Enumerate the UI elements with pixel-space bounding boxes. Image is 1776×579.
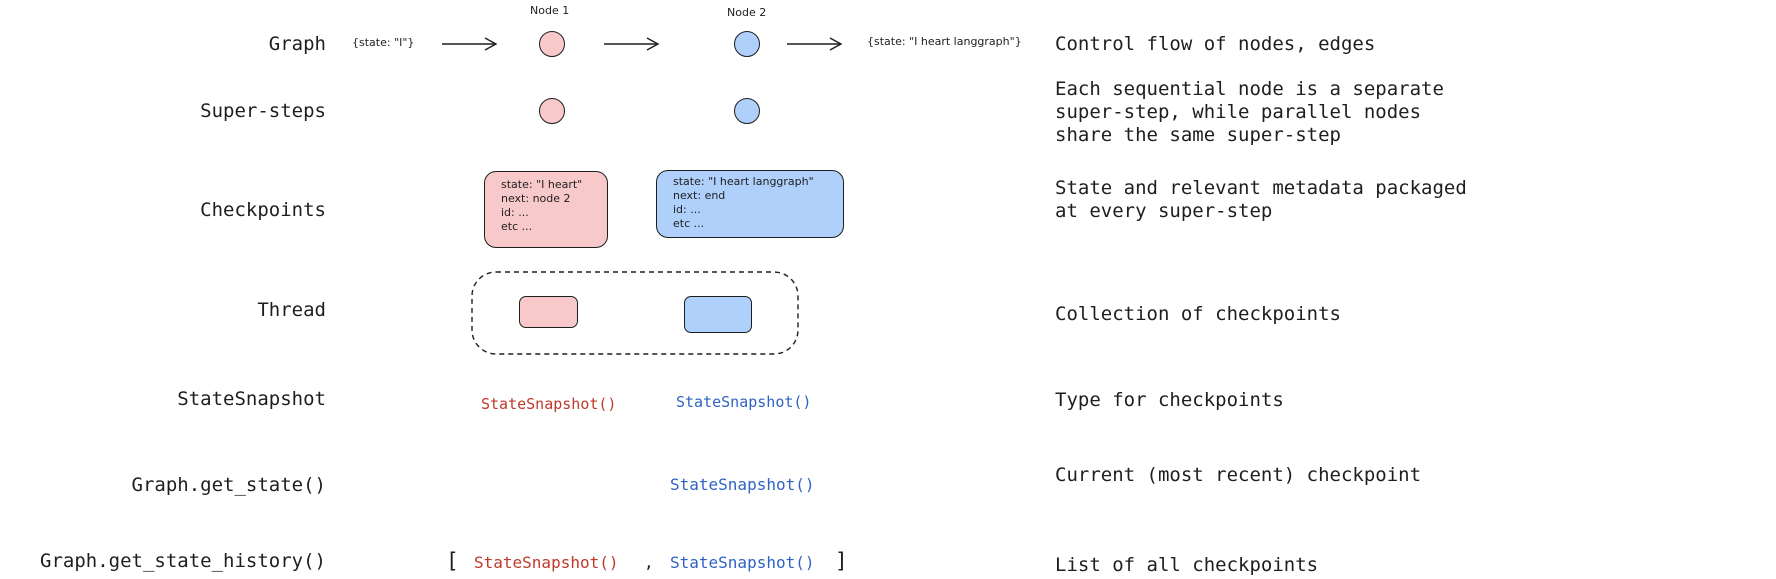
row-label-graph: Graph <box>268 33 326 55</box>
checkpoint2-next: next: end <box>673 189 726 202</box>
node2-label: Node 2 <box>727 6 767 19</box>
desc-get-state: Current (most recent) checkpoint <box>1055 464 1422 486</box>
history-statesnapshot-red: StateSnapshot() <box>474 553 619 572</box>
history-open-bracket: [ <box>446 549 459 573</box>
output-state-text: {state: "I heart langgraph"} <box>867 35 1022 48</box>
history-statesnapshot-blue: StateSnapshot() <box>670 553 815 572</box>
checkpoint1-next: next: node 2 <box>501 192 571 205</box>
thread-container <box>471 271 799 355</box>
arrow-node1-to-node2 <box>604 37 660 51</box>
row-label-get-state: Graph.get_state() <box>131 474 326 496</box>
desc-thread: Collection of checkpoints <box>1055 303 1341 325</box>
input-state-text: {state: "I"} <box>352 36 415 49</box>
row-label-checkpoints: Checkpoints <box>200 199 326 221</box>
desc-super-steps: Each sequential node is a separate super… <box>1055 78 1444 146</box>
checkpoint2-etc: etc ... <box>673 217 705 230</box>
history-close-bracket: ] <box>835 549 848 573</box>
arrow-input-to-node1 <box>442 37 498 51</box>
checkpoint2-state: state: "I heart langgraph" <box>673 175 814 188</box>
node2-circle <box>734 31 760 57</box>
arrow-node2-to-output <box>787 37 843 51</box>
checkpoint-node1: state: "I heart" next: node 2 id: ... et… <box>484 171 608 248</box>
node1-label: Node 1 <box>530 4 570 17</box>
get-state-result: StateSnapshot() <box>670 475 815 494</box>
desc-get-state-history: List of all checkpoints <box>1055 554 1319 576</box>
thread-checkpoint-2 <box>684 296 752 333</box>
checkpoint2-id: id: ... <box>673 203 701 216</box>
thread-checkpoint-1 <box>519 296 578 328</box>
checkpoint1-state: state: "I heart" <box>501 178 583 191</box>
checkpoint-node2: state: "I heart langgraph" next: end id:… <box>656 170 844 238</box>
node1-circle <box>539 31 565 57</box>
checkpoint1-id: id: ... <box>501 206 529 219</box>
row-label-get-state-history: Graph.get_state_history() <box>40 550 326 572</box>
desc-graph: Control flow of nodes, edges <box>1055 33 1376 55</box>
statesnapshot-blue: StateSnapshot() <box>676 393 812 411</box>
checkpoint1-etc: etc ... <box>501 220 533 233</box>
row-label-statesnapshot: StateSnapshot <box>177 388 326 410</box>
statesnapshot-red: StateSnapshot() <box>481 395 617 413</box>
superstep1-circle <box>539 98 565 124</box>
history-comma: , <box>644 553 654 572</box>
row-label-thread: Thread <box>257 299 326 321</box>
desc-checkpoints: State and relevant metadata packaged at … <box>1055 177 1467 222</box>
row-label-super-steps: Super-steps <box>200 100 326 122</box>
desc-statesnapshot: Type for checkpoints <box>1055 389 1284 411</box>
superstep2-circle <box>734 98 760 124</box>
